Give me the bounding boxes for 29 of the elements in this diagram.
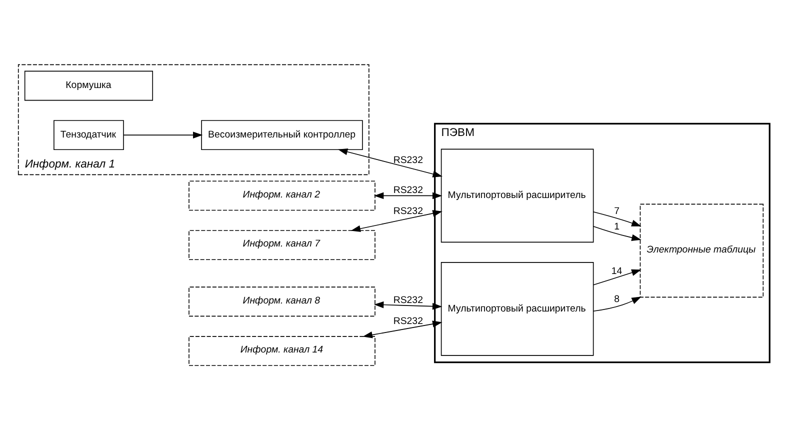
- node-box: Информ. канал 7: [188, 230, 376, 260]
- node-box: Весоизмерительный контроллер: [201, 120, 363, 150]
- edge-label: RS232: [393, 184, 423, 196]
- arrow: [592, 225, 642, 240]
- arrow: [362, 320, 442, 338]
- node-box: Мультипортовый расширитель: [440, 262, 594, 356]
- arrow: [593, 268, 642, 285]
- node-box: Информ. канал 2: [188, 180, 376, 210]
- arrow: [123, 131, 203, 138]
- edge-label: RS232: [393, 294, 423, 306]
- node-box: Тензодатчик: [54, 120, 124, 150]
- edge-label: 14: [611, 265, 622, 276]
- node-box: Информ. канал 8: [188, 286, 376, 316]
- arrow: [374, 192, 442, 199]
- edge-label: RS232: [393, 205, 423, 216]
- edge-label: 8: [614, 294, 620, 305]
- edge-label: 1: [614, 220, 620, 232]
- arrow: [593, 210, 642, 226]
- edge-label: 7: [614, 205, 620, 216]
- node-box: Кормушка: [24, 70, 154, 100]
- arrow: [593, 296, 642, 311]
- node-box: Мультипортовый расширитель: [440, 148, 594, 242]
- node-box: Информ. канал 14: [188, 336, 376, 366]
- edge-label: RS232: [393, 154, 423, 166]
- edge-label: RS232: [393, 315, 423, 326]
- arrow: [338, 148, 442, 177]
- arrow: [350, 210, 442, 232]
- arrow: [374, 300, 442, 310]
- node-box: Электронные таблицы: [640, 203, 764, 298]
